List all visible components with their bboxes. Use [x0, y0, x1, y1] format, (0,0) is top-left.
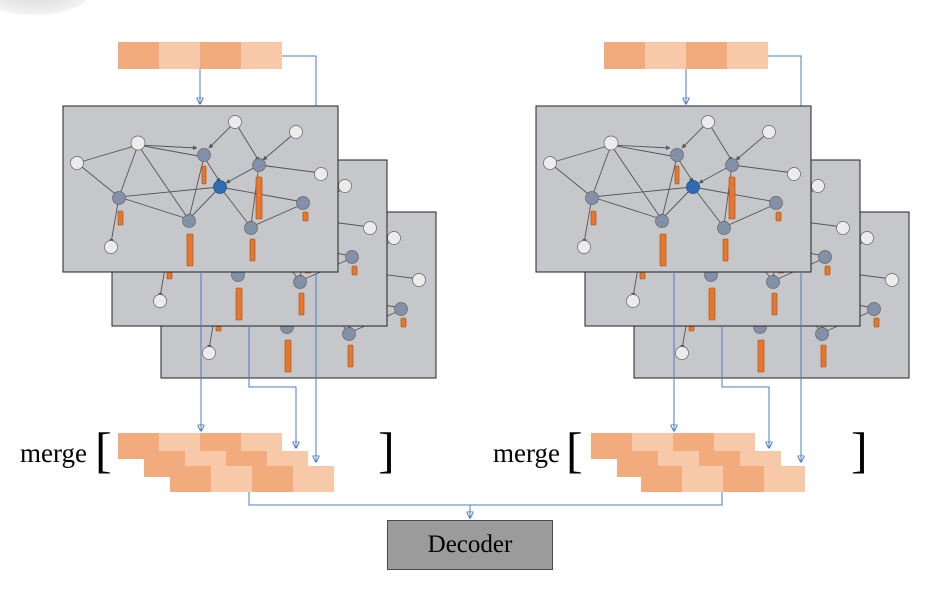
decoder-label: Decoder: [427, 531, 513, 558]
right-input-tokens: [604, 42, 768, 69]
right-merge-label: merge: [493, 438, 560, 468]
token: [241, 42, 282, 69]
left-merged-tokens: [118, 433, 334, 492]
right-merged-tokens: [591, 433, 805, 492]
right-encoder-panel: [535, 42, 910, 492]
left-merge-label: merge: [20, 438, 87, 468]
graph-panel-front: [62, 105, 339, 273]
graph-panel-front: [535, 105, 812, 273]
left-input-tokens: [118, 42, 282, 69]
token: [159, 42, 200, 69]
left-bracket-open: [: [95, 422, 112, 478]
decoder-connector: [248, 492, 723, 518]
token: [118, 42, 159, 69]
token: [200, 42, 241, 69]
right-bracket-open: [: [566, 422, 583, 478]
left-bracket-close: ]: [378, 422, 395, 478]
right-bracket-close: ]: [851, 422, 868, 478]
decoder-box: Decoder: [387, 520, 553, 570]
left-encoder-panel: [62, 42, 437, 492]
